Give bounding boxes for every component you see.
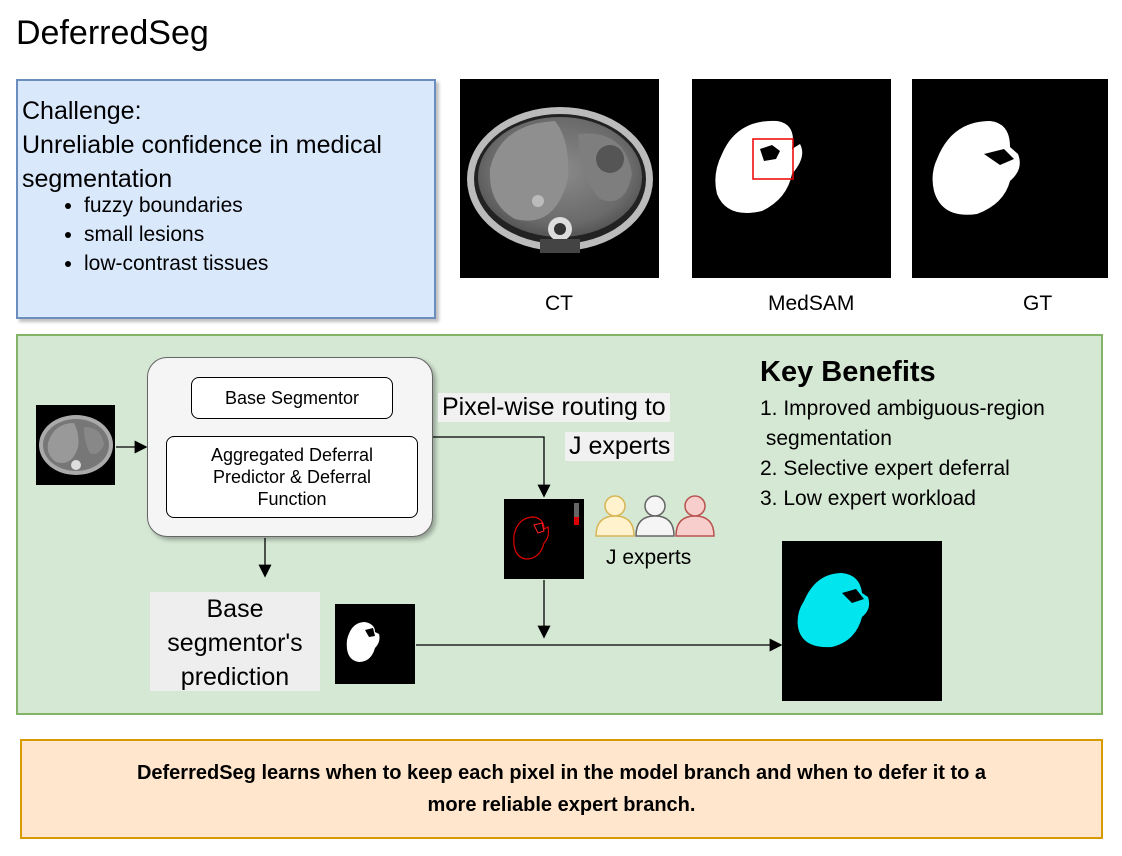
summary-line: DeferredSeg learns when to keep each pix…	[136, 762, 987, 784]
summary-line: more reliable expert branch.	[427, 794, 696, 816]
model-box: Base Segmentor Aggregated Deferral Predi…	[147, 357, 433, 537]
aggregated-deferral-box: Aggregated Deferral Predictor & Deferral…	[166, 436, 418, 518]
ct-caption: CT	[545, 292, 573, 315]
challenge-heading-line: Unreliable confidence in medical	[22, 131, 382, 159]
challenge-bullet: fuzzy boundaries	[84, 191, 268, 220]
challenge-heading: Challenge: Unreliable confidence in medi…	[22, 94, 382, 196]
medsam-image	[692, 79, 891, 278]
input-ct-thumbnail	[36, 405, 115, 485]
aggregated-deferral-line: Aggregated Deferral	[210, 445, 374, 465]
base-segmentor-box: Base Segmentor	[191, 377, 393, 419]
gt-image	[912, 79, 1108, 278]
challenge-heading-line: segmentation	[22, 165, 173, 193]
challenge-bullet-list: fuzzy boundaries small lesions low-contr…	[50, 191, 268, 278]
experts-icon-group	[594, 494, 718, 538]
aggregated-deferral-line: Predictor & Deferral	[212, 467, 372, 487]
base-prediction-line: Base	[206, 595, 264, 623]
benefit-item: 1. Improved ambiguous-region	[760, 397, 1045, 420]
benefits-title: Key Benefits	[760, 356, 936, 388]
benefits-list: 1. Improved ambiguous-region segmentatio…	[760, 394, 1045, 514]
challenge-heading-line: Challenge:	[22, 97, 142, 125]
benefit-item: segmentation	[760, 427, 892, 450]
gt-caption: GT	[1023, 292, 1053, 315]
base-prediction-line: prediction	[180, 663, 290, 691]
expert-person-icon	[675, 495, 715, 537]
medsam-caption: MedSAM	[768, 292, 855, 315]
aggregated-deferral-line: Function	[257, 489, 327, 509]
challenge-box: Challenge: Unreliable confidence in medi…	[16, 79, 436, 319]
base-prediction-label: Base segmentor's prediction	[150, 592, 320, 691]
routing-label-experts: J experts	[565, 432, 675, 461]
routing-label: Pixel-wise routing to	[438, 393, 670, 422]
base-prediction-mask	[335, 604, 415, 684]
challenge-bullet: small lesions	[84, 220, 268, 249]
ct-image	[460, 79, 659, 278]
benefit-item: 3. Low expert workload	[760, 487, 976, 510]
challenge-bullet: low-contrast tissues	[84, 249, 268, 278]
expert-person-icon	[635, 495, 675, 537]
summary-box: DeferredSeg learns when to keep each pix…	[20, 739, 1103, 839]
expert-person-icon	[595, 495, 635, 537]
final-output-mask	[782, 541, 942, 701]
base-prediction-line: segmentor's	[167, 629, 303, 657]
base-segmentor-label: Base Segmentor	[224, 388, 360, 408]
benefit-item: 2. Selective expert deferral	[760, 457, 1010, 480]
page-title: DeferredSeg	[16, 14, 209, 52]
deferral-map-image	[504, 499, 584, 579]
experts-label: J experts	[606, 546, 692, 569]
